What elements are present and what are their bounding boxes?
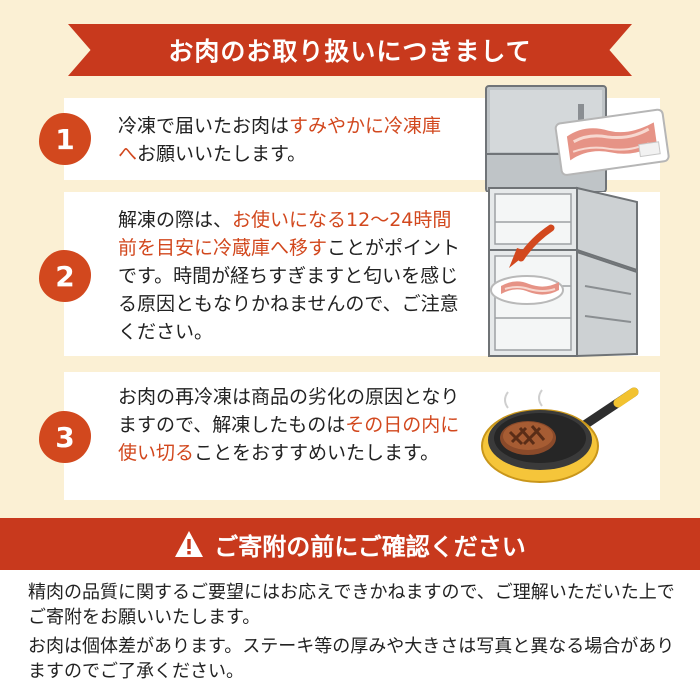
step-text-segment: 冷凍で届いたお肉は bbox=[118, 115, 290, 137]
highlighted-text: すみやかに冷凍庫へ bbox=[118, 115, 442, 165]
page-title: お肉のお取り扱いにつきまして bbox=[168, 37, 532, 66]
step-text-segment: 解凍の際は、 bbox=[118, 209, 233, 231]
open-refrigerator-illustration bbox=[488, 186, 638, 358]
step-number-badge-2: 2 bbox=[39, 250, 91, 302]
notice-banner: ご寄附の前にご確認ください bbox=[0, 518, 700, 570]
step-text-3: お肉の再冷凍は商品の劣化の原因となりますので、解凍したものはその日の内に使い切る… bbox=[118, 383, 470, 467]
step-text-2: 解凍の際は、お使いになる12～24時間前を目安に冷蔵庫へ移すことがポイントです。… bbox=[118, 206, 470, 346]
header-banner: お肉のお取り扱いにつきまして bbox=[68, 24, 632, 76]
step-text-1: 冷凍で届いたお肉はすみやかに冷凍庫へお願いいたします。 bbox=[118, 112, 458, 168]
frying-pan-steak-illustration bbox=[481, 387, 639, 483]
step-number-badge-1: 1 bbox=[39, 113, 91, 165]
step-number-badge-3: 3 bbox=[39, 411, 91, 463]
notice-paragraph-2: お肉は個体差があります。ステーキ等の厚みや大きさは写真と異なる場合がありますので… bbox=[28, 636, 675, 682]
highlighted-text: その日の内に使い切る bbox=[118, 414, 460, 464]
step-text-segment: ことがポイントです。時間が経ちすぎますと匂いを感じる原因ともなりかねませんので、… bbox=[118, 237, 461, 343]
notice-paragraph-1: 精肉の品質に関するご要望にはお応えできかねますので、ご理解いただいた上でご寄附を… bbox=[28, 582, 675, 628]
step-text-segment: お願いいたします。 bbox=[137, 143, 307, 165]
step-text-segment: ことをおすすめいたします。 bbox=[194, 442, 440, 464]
notice-title: ご寄附の前にご確認ください bbox=[214, 532, 526, 561]
notice-body: 精肉の品質に関するご要望にはお応えできかねますので、ご理解いただいた上でご寄附を… bbox=[0, 570, 700, 700]
warning-icon bbox=[175, 531, 204, 557]
highlighted-text: お使いになる12～24時間前を目安に冷蔵庫へ移す bbox=[118, 209, 452, 259]
step-text-segment: お肉の再冷凍は商品の劣化の原因となりますので、解凍したものは bbox=[118, 386, 460, 436]
freezer-meat-illustration bbox=[485, 85, 670, 192]
